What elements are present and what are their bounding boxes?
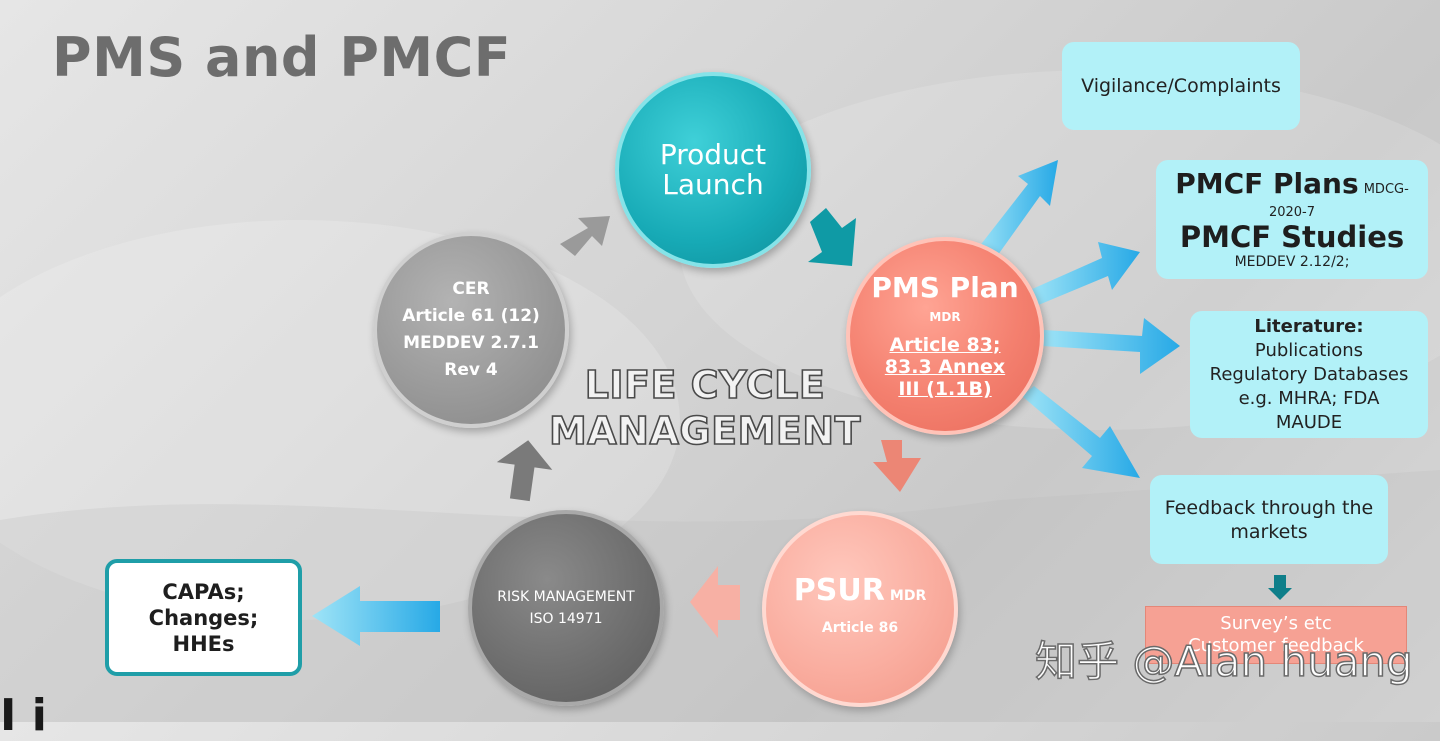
- survey-line2: Customer feedback: [1188, 635, 1364, 656]
- pmcf-box: PMCF Plans MDCG- 2020-7 PMCF Studies MED…: [1156, 160, 1428, 279]
- product-launch-line2: Launch: [662, 168, 764, 201]
- capas-box: CAPAs; Changes; HHEs: [105, 559, 302, 676]
- arrow-to-literature: [1042, 318, 1180, 374]
- product-launch-circle: Product Launch: [615, 72, 811, 268]
- literature-heading: Literature:: [1254, 315, 1364, 337]
- survey-line1: Survey’s etc: [1220, 613, 1332, 634]
- capas-line3: HHEs: [172, 631, 235, 656]
- feedback-line2: markets: [1230, 520, 1308, 543]
- cer-line2: Article 61 (12): [402, 306, 540, 326]
- pmcf-studies-ref: MEDDEV 2.12/2;: [1234, 253, 1350, 270]
- vigilance-label: Vigilance/Complaints: [1081, 75, 1281, 97]
- watermark: 知乎 @Alan huang: [1034, 636, 1413, 687]
- pms-plan-link-1[interactable]: Article 83;: [889, 334, 1001, 356]
- pmcf-plans-label: PMCF Plans: [1175, 166, 1359, 200]
- product-launch-line1: Product: [659, 138, 767, 171]
- psur-title: PSUR: [793, 572, 885, 608]
- psur-sub: Article 86: [821, 619, 899, 636]
- arrow-feedback-to-survey: [1268, 575, 1292, 600]
- psur-title-suffix: MDR: [889, 587, 927, 604]
- capas-line1: CAPAs;: [162, 579, 245, 604]
- cer-line4: Rev 4: [444, 360, 498, 380]
- pmcf-plans-ref-b: 2020-7: [1268, 204, 1316, 220]
- risk-line1: RISK MANAGEMENT: [497, 589, 635, 605]
- pms-plan-title: PMS Plan: [871, 271, 1019, 304]
- literature-box: Literature: Publications Regulatory Data…: [1190, 311, 1428, 438]
- feedback-box: Feedback through the markets: [1150, 475, 1388, 564]
- feedback-line1: Feedback through the: [1164, 496, 1374, 519]
- literature-line2: Regulatory Databases: [1209, 363, 1409, 385]
- arrow-to-vigilance: [975, 160, 1058, 266]
- pms-plan-circle: PMS Plan MDR Article 83; 83.3 Annex III …: [846, 237, 1044, 435]
- capas-line2: Changes;: [148, 605, 259, 630]
- risk-management-circle: RISK MANAGEMENT ISO 14971: [468, 510, 664, 706]
- pms-plan-link-2[interactable]: 83.3 Annex: [884, 356, 1006, 378]
- literature-line3: e.g. MHRA; FDA: [1238, 387, 1380, 409]
- life-cycle-label: LIFE CYCLE MANAGEMENT: [540, 362, 870, 454]
- life-cycle-line1: LIFE CYCLE: [584, 362, 826, 408]
- arrow-cer-to-launch: [560, 216, 610, 256]
- literature-line4: MAUDE: [1275, 411, 1343, 433]
- arrow-to-capas: [312, 586, 440, 646]
- cer-line3: MEDDEV 2.7.1: [403, 333, 539, 353]
- partial-bottom-text: I i: [0, 690, 47, 741]
- arrow-to-pmcf: [1030, 242, 1140, 306]
- vigilance-box: Vigilance/Complaints: [1062, 42, 1300, 130]
- pmcf-studies-label: PMCF Studies: [1179, 219, 1405, 254]
- arrow-risk-to-cer: [496, 440, 553, 502]
- pmcf-plans-ref-a: MDCG-: [1363, 181, 1409, 197]
- cer-circle: CER Article 61 (12) MEDDEV 2.7.1 Rev 4: [373, 232, 569, 428]
- psur-circle: PSUR MDR Article 86: [762, 511, 958, 707]
- pms-plan-sub: MDR: [929, 310, 961, 324]
- page-title: PMS and PMCF: [52, 26, 512, 89]
- arrow-pms-to-psur: [873, 440, 921, 492]
- cer-line1: CER: [452, 279, 490, 299]
- arrow-launch-to-pms: [808, 208, 856, 266]
- survey-box: Survey’s etc Customer feedback: [1145, 606, 1407, 664]
- flow-arrows: [312, 160, 1292, 646]
- literature-line1: Publications: [1254, 339, 1364, 361]
- life-cycle-line2: MANAGEMENT: [548, 408, 862, 454]
- arrow-psur-to-risk: [690, 566, 740, 638]
- risk-line2: ISO 14971: [529, 611, 603, 627]
- arrow-to-feedback: [1022, 386, 1140, 478]
- pms-plan-link-3[interactable]: III (1.1B): [898, 378, 992, 400]
